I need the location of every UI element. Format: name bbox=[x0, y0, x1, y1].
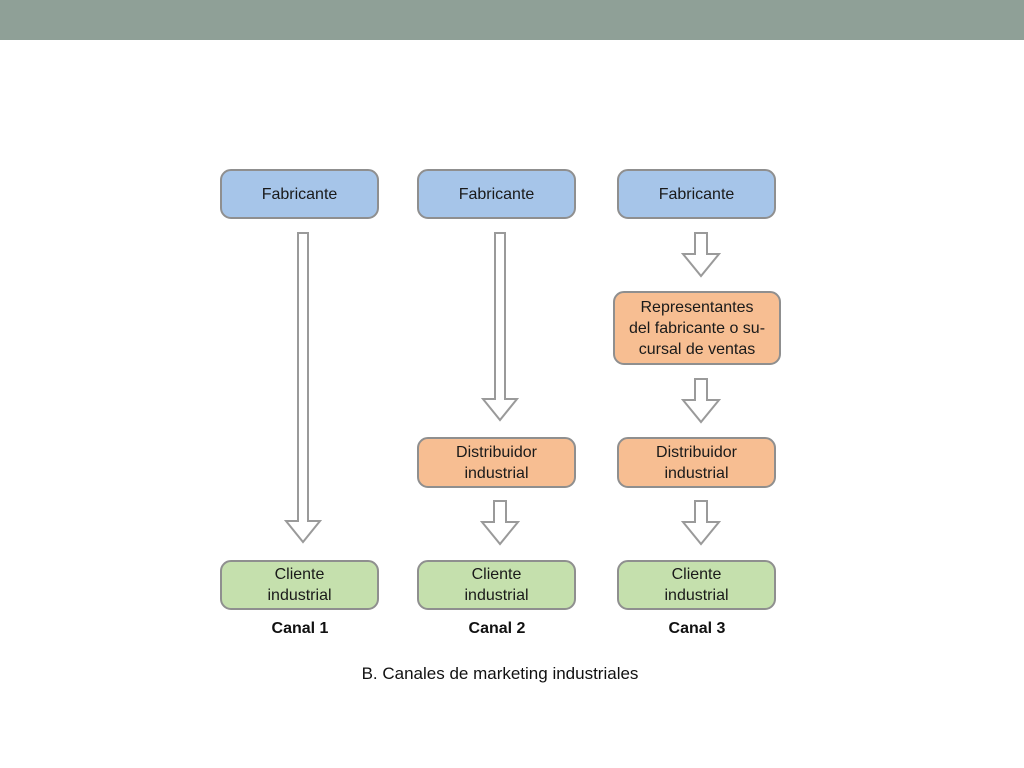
node-distributor-canal-2: Distribuidor industrial bbox=[417, 437, 576, 488]
arrow-down-icon-canal-2-short bbox=[479, 500, 521, 546]
node-manufacturer-canal-3: Fabricante bbox=[617, 169, 776, 219]
arrow-down-icon-canal-3-c bbox=[680, 500, 722, 546]
canal-label-1: Canal 1 bbox=[271, 620, 329, 637]
node-customer-canal-1: Cliente industrial bbox=[220, 560, 379, 610]
node-sales-representatives-canal-3: Representantes del fabricante o su- curs… bbox=[613, 291, 781, 365]
top-bar bbox=[0, 0, 1024, 40]
canal-label-2: Canal 2 bbox=[468, 620, 526, 637]
canal-label-3: Canal 3 bbox=[668, 620, 726, 637]
node-manufacturer-canal-2: Fabricante bbox=[417, 169, 576, 219]
arrow-down-icon-canal-2-long bbox=[480, 232, 520, 422]
node-customer-canal-2: Cliente industrial bbox=[417, 560, 576, 610]
arrow-down-icon-canal-3-a bbox=[680, 232, 722, 278]
node-distributor-canal-3: Distribuidor industrial bbox=[617, 437, 776, 488]
node-customer-canal-3: Cliente industrial bbox=[617, 560, 776, 610]
figure-caption: B. Canales de marketing industriales bbox=[361, 664, 639, 683]
node-manufacturer-canal-1: Fabricante bbox=[220, 169, 379, 219]
arrow-down-icon-canal-3-b bbox=[680, 378, 722, 424]
arrow-down-icon-canal-1-long bbox=[283, 232, 323, 544]
